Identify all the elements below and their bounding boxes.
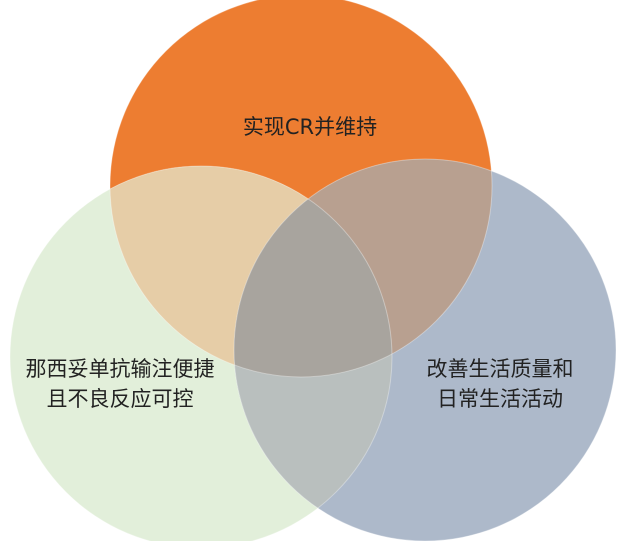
label-left-line-1: 那西妥单抗输注便捷 xyxy=(25,357,215,381)
label-right-line-1: 改善生活质量和 xyxy=(426,357,574,381)
label-left-circle: 那西妥单抗输注便捷 且不良反应可控 xyxy=(2,354,238,414)
circle-left-outline xyxy=(9,165,393,541)
label-left-line-2: 且不良反应可控 xyxy=(46,387,194,411)
label-right-line-2: 日常生活活动 xyxy=(437,387,563,411)
label-right-circle: 改善生活质量和 日常生活活动 xyxy=(390,354,610,414)
label-top-circle: 实现CR并维持 xyxy=(190,112,430,142)
label-top-line-1: 实现CR并维持 xyxy=(242,115,378,139)
overlap-center xyxy=(234,166,392,377)
circle-top-outline xyxy=(109,0,493,378)
circle-right-outline xyxy=(233,158,617,541)
